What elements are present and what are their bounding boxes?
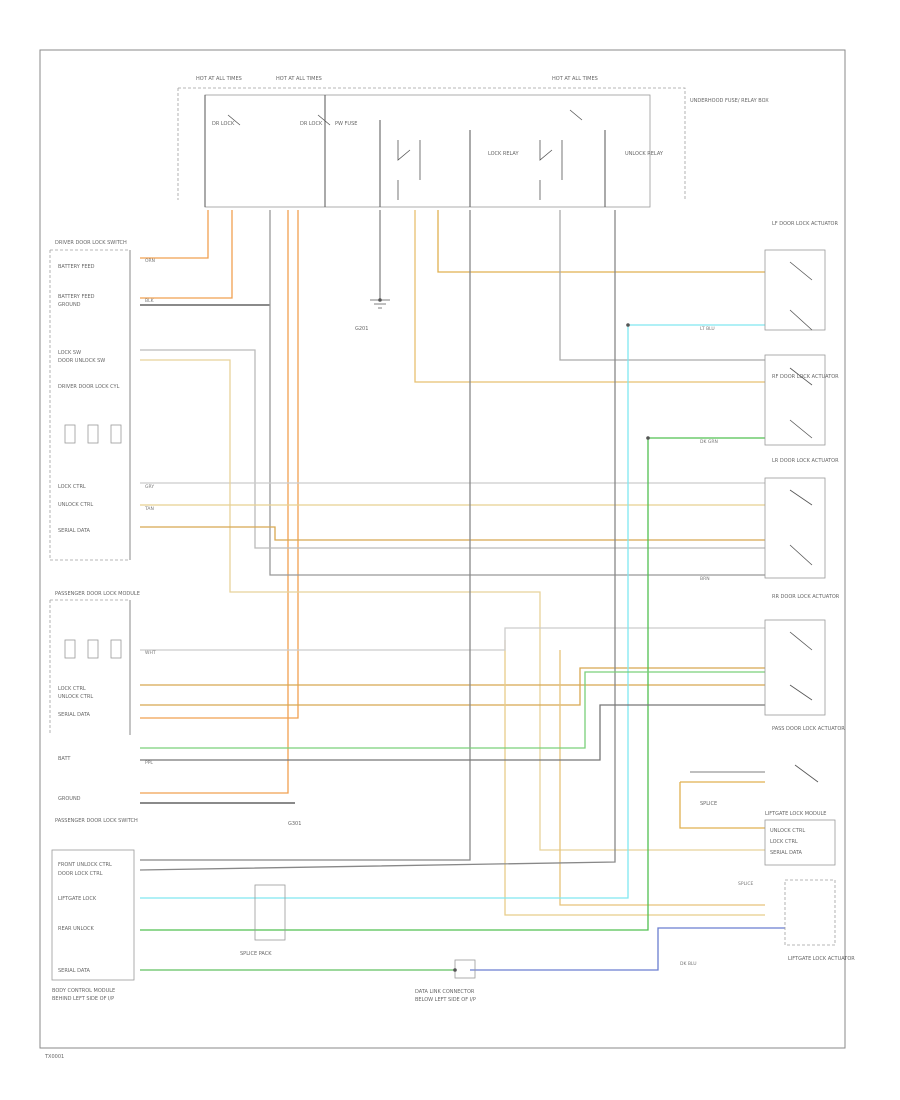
body-control-module: FRONT UNLOCK CTRL DOOR LOCK CTRL LIFTGAT… (51, 849, 135, 1002)
ground-label: GROUND (58, 302, 81, 308)
passenger-switch-module: PASSENGER DOOR LOCK MODULE LOCK CTRL UNL… (49, 591, 140, 824)
bcm-serial-label: SERIAL DATA (58, 968, 91, 974)
fuse-label-c: HOT AT ALL TIMES (552, 76, 598, 82)
actuators: LF DOOR LOCK ACTUATOR RF DOOR LOCK ACTUA… (700, 221, 855, 962)
code-wht: WHT (145, 650, 156, 656)
serial-data-label: SERIAL DATA (58, 528, 91, 534)
fuse-1-label: DR LOCK (212, 121, 235, 127)
door-lock-ctrl-label: DOOR LOCK CTRL (58, 871, 103, 877)
fuse-2-label: DR LOCK (300, 121, 323, 127)
fuse-label-a: HOT AT ALL TIMES (196, 76, 242, 82)
front-unlock-label: FRONT UNLOCK CTRL (58, 862, 112, 868)
lock-sw-label: LOCK SW (58, 350, 81, 356)
code-tan: TAN (144, 506, 154, 512)
code-orn: ORN (145, 258, 155, 264)
fuse-3-label: PW FUSE (335, 121, 357, 127)
lg-serial-label: SERIAL DATA (770, 850, 803, 856)
pass-unlock-ctrl-label: UNLOCK CTRL (58, 694, 93, 700)
lock-relay-label: LOCK RELAY (488, 151, 519, 157)
pass-actuator-label: PASS DOOR LOCK ACTUATOR (772, 726, 845, 732)
pass-lock-ctrl-label: LOCK CTRL (58, 686, 86, 692)
bcm-label: BODY CONTROL MODULE (52, 988, 115, 994)
lr-actuator-label: LR DOOR LOCK ACTUATOR (772, 458, 839, 464)
wires (139, 210, 785, 971)
code-dkblu: DK BLU (680, 961, 697, 967)
lock-ctrl-label: LOCK CTRL (58, 484, 86, 490)
rr-actuator-label: RR DOOR LOCK ACTUATOR (772, 594, 840, 600)
conn-1-label: SPLICE (700, 801, 717, 807)
liftgate-lock-label: LIFTGATE LOCK (58, 896, 97, 902)
code-ppl: PPL (145, 760, 153, 766)
lf-actuator-label: LF DOOR LOCK ACTUATOR (772, 221, 838, 227)
ground-g1-label: G201 (355, 326, 368, 332)
liftgate-module-label: LIFTGATE LOCK MODULE (765, 811, 826, 817)
pass-module-label: PASSENGER DOOR LOCK MODULE (55, 591, 140, 597)
relay-box-label: UNDERHOOD FUSE/ RELAY BOX (690, 98, 769, 104)
fuse-label-b: HOT AT ALL TIMES (276, 76, 322, 82)
lg-actuator-label: LIFTGATE LOCK ACTUATOR (788, 956, 855, 962)
lg-unlock-label: UNLOCK CTRL (770, 828, 805, 834)
splice-pack-label: SPLICE PACK (240, 951, 272, 957)
battery-feed-2-label: BATTERY FEED (58, 294, 95, 300)
pass-switch-label: PASSENGER DOOR LOCK SWITCH (55, 818, 138, 824)
code-gry: GRY (145, 484, 154, 490)
rf-actuator-label: RF DOOR LOCK ACTUATOR (772, 374, 839, 380)
data-link-loc-label: BELOW LEFT SIDE OF I/P (415, 997, 476, 1003)
lg-lock-label: LOCK CTRL (770, 839, 798, 845)
footer-code: TX0001 (44, 1054, 64, 1060)
pass-serial-label: SERIAL DATA (58, 712, 91, 718)
battery-feed-1-label: BATTERY FEED (58, 264, 95, 270)
unlock-ctrl-label: UNLOCK CTRL (58, 502, 93, 508)
splice-dots (378, 298, 650, 972)
driver-switch-module: DRIVER DOOR LOCK SWITCH BATTERY FEED BAT… (49, 240, 131, 561)
rear-unlock-label: REAR UNLOCK (58, 926, 95, 932)
wire-codes: ORN BLK TAN GRY LT BLU DK GRN PPL WHT BR… (144, 258, 718, 967)
lock-cyl-label: DRIVER DOOR LOCK CYL (58, 384, 120, 390)
data-link-label: DATA LINK CONNECTOR (415, 989, 475, 995)
pass-ground-label: GROUND (58, 796, 81, 802)
code-brn: BRN (700, 576, 710, 582)
code-ltblu: LT BLU (700, 326, 715, 332)
unlock-relay-label: UNLOCK RELAY (625, 151, 664, 157)
ground-g2-label: G301 (288, 821, 301, 827)
diagram-frame (39, 49, 846, 1049)
fuse-relay-box: HOT AT ALL TIMES HOT AT ALL TIMES HOT AT… (177, 76, 769, 208)
pass-batt-label: BATT (58, 756, 71, 762)
code-blk: BLK (145, 298, 155, 304)
code-dkgrn: DK GRN (700, 439, 718, 445)
bcm-location-label: BEHIND LEFT SIDE OF I/P (52, 996, 114, 1002)
master-switch-label: DRIVER DOOR LOCK SWITCH (55, 240, 127, 246)
conn-2-label: SPLICE (738, 881, 754, 887)
door-unlock-label: DOOR UNLOCK SW (58, 358, 105, 364)
